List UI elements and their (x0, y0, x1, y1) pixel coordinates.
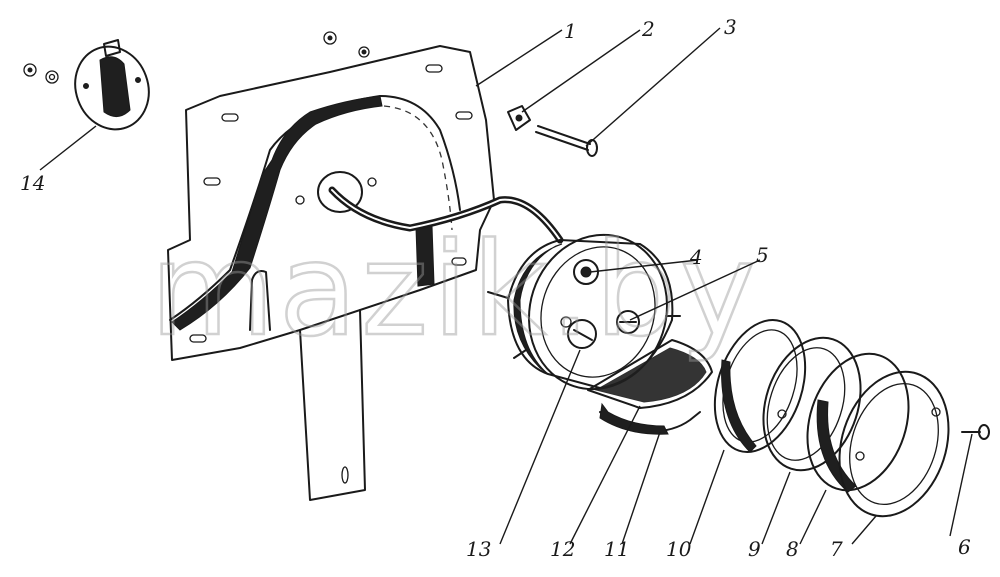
nuts-top-left (23, 63, 59, 84)
part-8-gasket (806, 352, 910, 493)
callout-10: 10 (666, 537, 692, 561)
callout-3: 3 (724, 15, 737, 39)
callout-4: 4 (689, 245, 703, 269)
part-1-mounting-plate (167, 45, 495, 501)
part-5-socket (616, 310, 640, 334)
callout-5: 5 (756, 243, 769, 267)
part-10-sealing-ring (713, 319, 807, 453)
callout-14: 14 (20, 171, 45, 195)
leader-lines (39, 27, 973, 545)
callout-13: 13 (466, 537, 491, 561)
part-12-shield (587, 339, 713, 409)
watermark: mazik.by (150, 216, 760, 365)
part-9-lens (762, 336, 862, 472)
top-nuts (323, 31, 370, 58)
callouts: 1 2 3 4 5 6 7 8 9 10 11 12 13 14 (20, 15, 971, 561)
callout-6: 6 (958, 535, 971, 559)
part-13-bulb (560, 316, 597, 349)
part-7-rim (838, 370, 950, 518)
part-2-washer (507, 105, 531, 131)
callout-11: 11 (604, 537, 629, 561)
cable-harness (328, 186, 564, 244)
callout-8: 8 (786, 537, 799, 561)
part-3-screw (535, 125, 598, 157)
part-6-screw (961, 424, 990, 440)
callout-2: 2 (641, 17, 655, 41)
part-14-oval-bracket (74, 39, 150, 131)
callout-1: 1 (564, 19, 577, 43)
callout-12: 12 (550, 537, 575, 561)
part-11-gasket (599, 402, 701, 435)
small-screws (487, 291, 681, 359)
callout-9: 9 (748, 537, 761, 561)
callout-7: 7 (830, 537, 843, 561)
